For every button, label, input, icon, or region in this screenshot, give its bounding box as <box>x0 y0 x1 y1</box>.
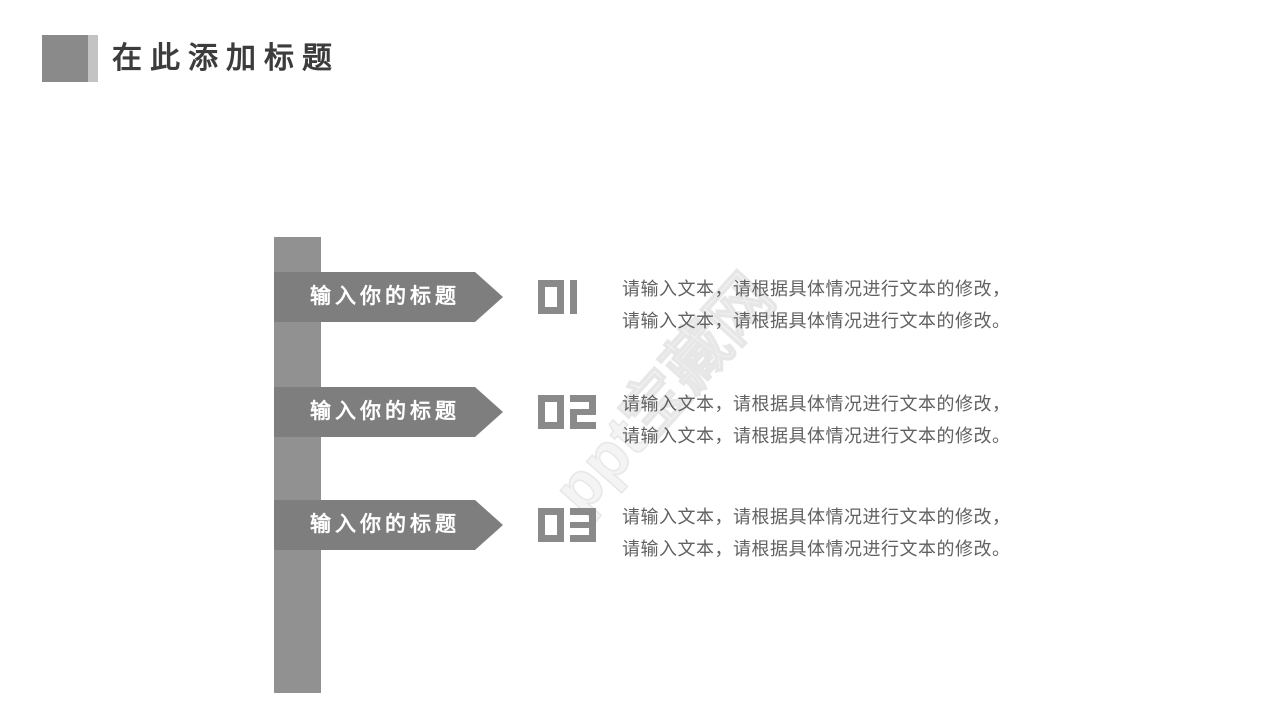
arrow-banner-label: 输入你的标题 <box>310 400 460 423</box>
body-line-2: 请输入文本，请根据具体情况进行文本的修改。 <box>622 311 1011 331</box>
row-body-text[interactable]: 请输入文本，请根据具体情况进行文本的修改， 请输入文本，请根据具体情况进行文本的… <box>622 388 1011 452</box>
arrow-banner-label: 输入你的标题 <box>310 513 460 536</box>
arrow-banner[interactable]: 输入你的标题 <box>274 272 503 322</box>
list-item: 输入你的标题 请输入文本，请根据具体情况进行文本的修改， 请输入文本，请根据具体… <box>0 387 1280 446</box>
step-number <box>538 508 596 542</box>
arrow-banner[interactable]: 输入你的标题 <box>274 387 503 437</box>
body-line-1: 请输入文本，请根据具体情况进行文本的修改， <box>622 394 1011 414</box>
list-item: 输入你的标题 请输入文本，请根据具体情况进行文本的修改， 请输入文本，请根据具体… <box>0 272 1280 331</box>
row-body-text[interactable]: 请输入文本，请根据具体情况进行文本的修改， 请输入文本，请根据具体情况进行文本的… <box>622 273 1011 337</box>
body-line-2: 请输入文本，请根据具体情况进行文本的修改。 <box>622 426 1011 446</box>
list-item: 输入你的标题 请输入文本，请根据具体情况进行文本的修改， 请输入文本，请根据具体… <box>0 500 1280 559</box>
body-line-1: 请输入文本，请根据具体情况进行文本的修改， <box>622 279 1011 299</box>
body-line-2: 请输入文本，请根据具体情况进行文本的修改。 <box>622 539 1011 559</box>
step-number <box>538 395 596 429</box>
arrow-banner[interactable]: 输入你的标题 <box>274 500 503 550</box>
body-line-1: 请输入文本，请根据具体情况进行文本的修改， <box>622 507 1011 527</box>
arrow-banner-label: 输入你的标题 <box>310 285 460 308</box>
row-body-text[interactable]: 请输入文本，请根据具体情况进行文本的修改， 请输入文本，请根据具体情况进行文本的… <box>622 501 1011 565</box>
title-accent-square <box>42 35 88 82</box>
title-accent-strip <box>88 35 98 82</box>
page-title[interactable]: 在此添加标题 <box>112 42 340 75</box>
step-number <box>538 280 577 314</box>
